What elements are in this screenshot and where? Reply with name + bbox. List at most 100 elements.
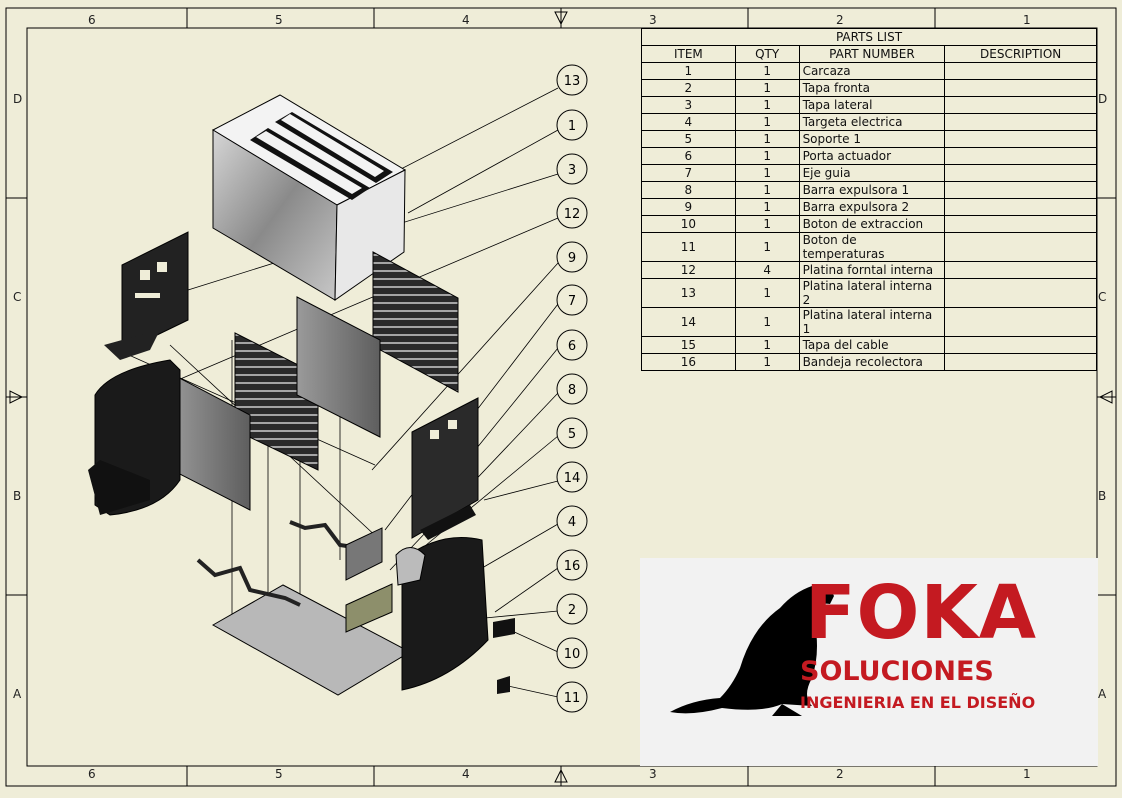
parts-list-header-row: ITEM QTY PART NUMBER DESCRIPTION [641,45,1097,63]
parts-cell-desc [944,261,1097,279]
zone-col-4-bottom: 4 [462,767,470,781]
parts-cell-item: 11 [641,232,736,262]
parts-cell-qty: 1 [734,62,800,80]
balloon-5: 5 [556,417,588,449]
balloon-3: 3 [556,153,588,185]
parts-cell-item: 2 [641,79,736,97]
sea-lion-logo-icon [670,585,834,716]
balloon-4: 4 [556,505,588,537]
parts-cell-part: Targeta electrica [798,113,946,131]
parts-cell-desc [944,278,1097,308]
parts-cell-desc [944,79,1097,97]
parts-cell-part: Tapa fronta [798,79,946,97]
balloon-5-label: 5 [568,427,576,442]
zone-col-3-bottom: 3 [649,767,657,781]
parts-cell-part: Eje guia [798,164,946,182]
zone-col-3-top: 3 [649,13,657,27]
parts-cell-desc [944,147,1097,165]
zone-col-1-bottom: 1 [1023,767,1031,781]
parts-cell-qty: 1 [734,278,800,308]
balloon-3-label: 3 [568,163,576,178]
balloon-11: 11 [556,681,588,713]
parts-cell-desc [944,307,1097,337]
balloon-9: 9 [556,241,588,273]
parts-cell-part: Platina lateral interna 2 [798,278,946,308]
parts-cell-part: Porta actuador [798,147,946,165]
balloon-11-label: 11 [564,691,581,706]
header-part-number: PART NUMBER [798,45,946,63]
parts-cell-item: 14 [641,307,736,337]
parts-cell-item: 10 [641,215,736,233]
zone-col-2-top: 2 [836,13,844,27]
parts-cell-desc [944,130,1097,148]
balloon-10: 10 [556,637,588,669]
parts-cell-part: Boton de extraccion [798,215,946,233]
parts-cell-part: Soporte 1 [798,130,946,148]
parts-list-title: PARTS LIST [641,28,1097,46]
parts-cell-desc [944,336,1097,354]
zone-row-a-right: A [1098,687,1107,701]
parts-cell-desc [944,96,1097,114]
balloon-13: 13 [556,64,588,96]
parts-cell-qty: 1 [734,336,800,354]
zone-row-c-left: C [13,290,22,304]
zone-row-a-left: A [13,687,22,701]
parts-cell-qty: 1 [734,130,800,148]
balloon-14-label: 14 [564,471,581,486]
parts-list-table: PARTS LIST ITEM QTY PART NUMBER DESCRIPT… [641,28,1097,371]
parts-cell-qty: 1 [734,79,800,97]
balloon-1: 1 [556,109,588,141]
parts-cell-qty: 1 [734,307,800,337]
parts-cell-item: 3 [641,96,736,114]
zone-col-6-top: 6 [88,13,96,27]
parts-cell-desc [944,215,1097,233]
parts-cell-part: Tapa del cable [798,336,946,354]
parts-cell-item: 8 [641,181,736,199]
parts-cell-part: Tapa lateral [798,96,946,114]
zone-row-d-left: D [13,92,23,106]
parts-cell-desc [944,113,1097,131]
parts-cell-part: Platina lateral interna 1 [798,307,946,337]
parts-cell-qty: 1 [734,181,800,199]
zone-col-2-bottom: 2 [836,767,844,781]
balloon-4-label: 4 [568,515,576,530]
parts-cell-part: Carcaza [798,62,946,80]
balloon-16-label: 16 [564,559,581,574]
zone-col-6-bottom: 6 [88,767,96,781]
parts-cell-desc [944,353,1097,371]
parts-cell-desc [944,232,1097,262]
exploded-view: 13 1 3 12 9 7 6 8 5 14 4 16 2 10 11 [88,64,588,713]
balloon-2: 2 [556,593,588,625]
parts-cell-part: Bandeja recolectora [798,353,946,371]
company-logo: FOKA SOLUCIONES INGENIERIA EN EL DISEÑO [640,558,1098,766]
parts-cell-item: 6 [641,147,736,165]
part-tapa-fronta [88,359,181,516]
parts-cell-qty: 1 [734,147,800,165]
header-description: DESCRIPTION [944,45,1097,63]
zone-col-5-top: 5 [275,13,283,27]
part-soportes [345,527,426,633]
parts-cell-item: 4 [641,113,736,131]
part-platina-lateral [411,397,479,540]
balloon-1-label: 1 [568,119,576,134]
parts-cell-desc [944,164,1097,182]
parts-cell-qty: 1 [734,353,800,371]
balloon-13-label: 13 [564,74,581,89]
part-platina-lisa [167,296,381,511]
parts-cell-item: 9 [641,198,736,216]
part-tapa-lateral [104,231,189,360]
parts-cell-item: 16 [641,353,736,371]
zone-col-5-bottom: 5 [275,767,283,781]
